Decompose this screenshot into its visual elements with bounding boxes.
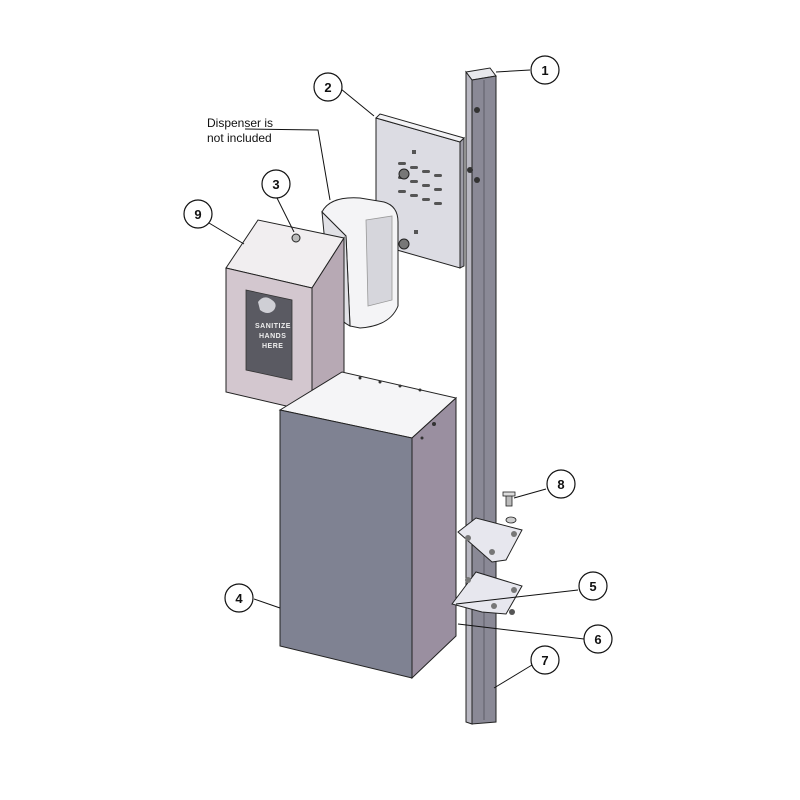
svg-text:7: 7 (541, 653, 548, 668)
anchor-bolt (502, 491, 517, 524)
leader-lines (208, 69, 585, 689)
note-line-1: Dispenser is (207, 116, 273, 130)
svg-text:4: 4 (235, 591, 243, 606)
callout-6: 6 (583, 624, 613, 654)
upper-base-plate (457, 517, 523, 563)
callout-8: 8 (546, 469, 576, 499)
callout-4: 4 (224, 583, 254, 613)
svg-text:6: 6 (594, 632, 601, 647)
callout-3: 3 (261, 169, 291, 199)
sign-line-1: SANITIZE (255, 323, 291, 330)
callout-1: 1 (530, 55, 560, 85)
upright-post (465, 67, 497, 725)
callout-2: 2 (313, 72, 343, 102)
svg-text:2: 2 (324, 80, 331, 95)
sign-line-2: HANDS (259, 333, 286, 340)
dispenser-note: Dispenser is not included (207, 116, 273, 145)
svg-text:8: 8 (557, 477, 564, 492)
callout-5: 5 (578, 571, 608, 601)
svg-text:1: 1 (541, 63, 548, 78)
svg-text:3: 3 (272, 177, 279, 192)
sign-label: SANITIZE HANDS HERE (255, 297, 291, 350)
callout-7: 7 (530, 645, 560, 675)
svg-text:9: 9 (194, 207, 201, 222)
hands-icon (258, 297, 276, 313)
note-line-2: not included (207, 131, 272, 145)
callout-9: 9 (183, 199, 213, 229)
lower-base-plate (451, 571, 523, 615)
base-cabinet (278, 371, 458, 680)
sign-line-3: HERE (262, 343, 283, 350)
svg-text:5: 5 (589, 579, 596, 594)
